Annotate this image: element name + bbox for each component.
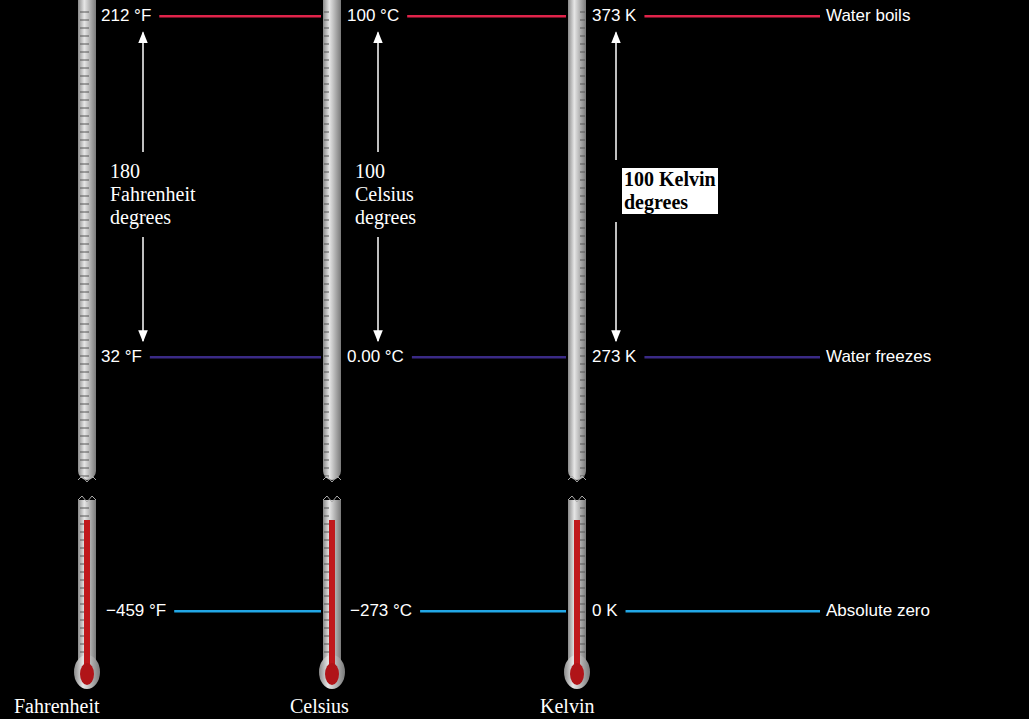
thermometer (74, 0, 100, 689)
liquid-column (574, 520, 580, 670)
reference-label: Water freezes (826, 347, 931, 367)
tick-marks (79, 8, 95, 478)
interval-arrow (142, 32, 144, 152)
liquid-bulb (570, 663, 584, 685)
break-edge (568, 476, 586, 482)
interval-arrow (615, 222, 617, 341)
tube-upper (78, 0, 96, 480)
scale-name: Kelvin (540, 694, 594, 718)
break-edge (323, 476, 341, 482)
scale-name: Fahrenheit (14, 694, 100, 718)
temperature-label: −273 °C (350, 601, 412, 621)
thermometer (319, 0, 345, 689)
tube-upper (568, 0, 586, 480)
level-line (150, 356, 321, 359)
level-line (412, 356, 566, 359)
thermometer (564, 0, 590, 689)
interval-arrow (377, 237, 379, 341)
temperature-label: 373 K (592, 6, 636, 26)
break-edge (78, 496, 96, 502)
temperature-label: 32 °F (101, 347, 142, 367)
reference-label: Water boils (826, 6, 910, 26)
level-line (159, 15, 321, 18)
break-edge (78, 476, 96, 482)
temperature-label: 212 °F (101, 6, 151, 26)
tube-upper (323, 0, 341, 480)
liquid-column (329, 520, 335, 670)
reference-label: Absolute zero (826, 601, 930, 621)
tick-marks (324, 8, 340, 478)
tick-marks (569, 8, 585, 478)
temperature-label: −459 °F (106, 601, 166, 621)
liquid-column (84, 520, 90, 670)
level-line (420, 610, 566, 613)
break-edge (568, 496, 586, 502)
level-line (626, 610, 820, 613)
scale-name: Celsius (290, 694, 349, 718)
interval-arrow (377, 32, 379, 152)
temperature-label: 100 °C (347, 6, 399, 26)
break-edge (323, 496, 341, 502)
liquid-bulb (80, 663, 94, 685)
interval-label: 100 Kelvin degrees (622, 168, 718, 214)
temperature-label: 273 K (592, 347, 636, 367)
interval-label: 100 Celsius degrees (355, 160, 435, 229)
level-line (174, 610, 321, 613)
level-line (644, 15, 820, 18)
level-line (644, 356, 820, 359)
interval-label: 180 Fahrenheit degrees (110, 160, 210, 229)
level-line (407, 15, 566, 18)
temperature-label: 0.00 °C (347, 347, 404, 367)
interval-arrow (142, 237, 144, 341)
liquid-bulb (325, 663, 339, 685)
temperature-label: 0 K (592, 601, 618, 621)
interval-arrow (615, 32, 617, 160)
